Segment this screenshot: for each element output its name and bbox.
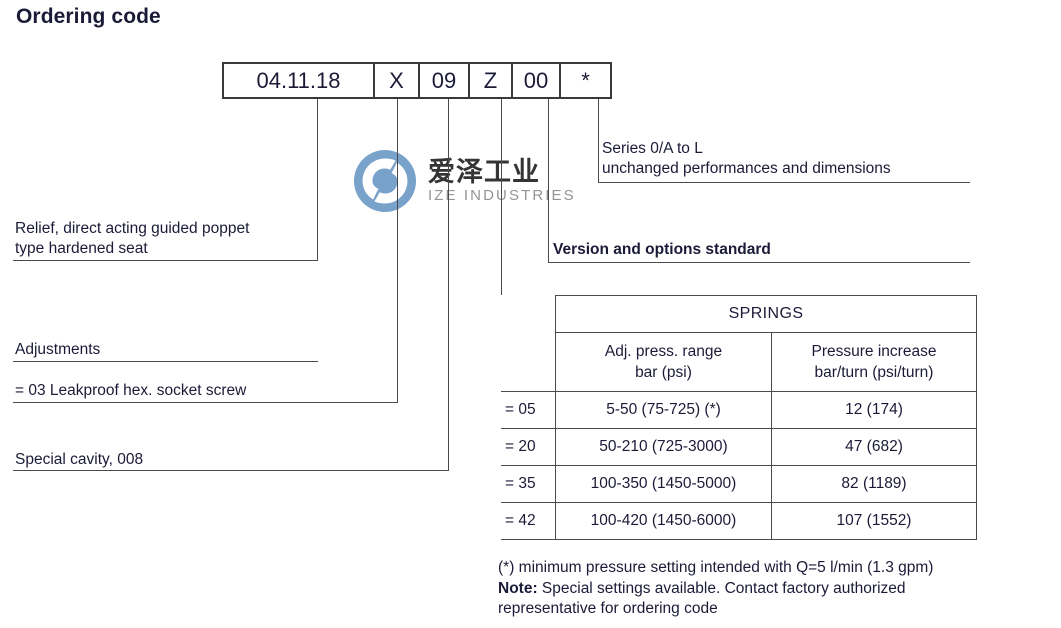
connector-series-underline (598, 182, 970, 183)
springs-row-code: = 20 (501, 428, 556, 466)
connector-series-vertical (598, 99, 599, 183)
springs-header-row: Adj. press. range bar (psi) Pressure inc… (501, 332, 977, 392)
code-cell-series[interactable]: * (561, 64, 610, 97)
table-row: = 20 50-210 (725-3000) 47 (682) (501, 428, 977, 466)
callout-version: Version and options standard (553, 241, 771, 258)
table-row: = 35 100-350 (1450-5000) 82 (1189) (501, 465, 977, 503)
code-cell-cavity[interactable]: X (375, 64, 420, 97)
springs-row-increase: 12 (174) (771, 391, 977, 429)
callout-relief: Relief, direct acting guided poppet type… (15, 220, 250, 257)
springs-row-code: = 42 (501, 502, 556, 540)
callout-series: Series 0/A to L unchanged performances a… (602, 140, 891, 177)
code-cell-spring[interactable]: Z (470, 64, 513, 97)
table-row: = 05 5-50 (75-725) (*) 12 (174) (501, 391, 977, 429)
footnote-line-3: representative for ordering code (498, 600, 718, 617)
page-title: Ordering code (16, 5, 161, 28)
code-cell-version[interactable]: 00 (513, 64, 561, 97)
springs-table: SPRINGS Adj. press. range bar (psi) Pres… (501, 295, 977, 540)
connector-cavity-vertical (448, 99, 449, 471)
footnote-note-text: Special settings available. Contact fact… (537, 579, 906, 597)
tag-spacer (501, 296, 556, 333)
tag-spacer (501, 333, 556, 392)
connector-relief-vertical (317, 99, 318, 261)
springs-row-code: = 35 (501, 465, 556, 503)
table-row: = 42 100-420 (1450-6000) 107 (1552) (501, 502, 977, 540)
footnote-line-2: Note: Special settings available. Contac… (498, 579, 1058, 600)
ordering-code-strip: 04.11.18 X 09 Z 00 * (222, 62, 612, 99)
code-cell-adjust[interactable]: 09 (420, 64, 470, 97)
springs-title: SPRINGS (555, 295, 977, 333)
springs-row-range: 100-420 (1450-6000) (555, 502, 772, 540)
springs-col-range: Adj. press. range bar (psi) (555, 332, 772, 392)
footnote-line-1: (*) minimum pressure setting intended wi… (498, 559, 934, 576)
springs-row-increase: 82 (1189) (771, 465, 977, 503)
watermark-logo: 爱泽工业 IZE INDUSTRIES (352, 148, 576, 214)
callout-adjustment-option: = 03 Leakproof hex. socket screw (15, 382, 247, 399)
callout-special-cavity: Special cavity, 008 (15, 451, 144, 468)
connector-cavity-underline (13, 470, 449, 471)
springs-col-increase: Pressure increase bar/turn (psi/turn) (771, 332, 977, 392)
connector-adjust-underline (13, 402, 398, 403)
springs-row-range: 5-50 (75-725) (*) (555, 391, 772, 429)
springs-row-range: 100-350 (1450-5000) (555, 465, 772, 503)
footnote-note-label: Note: (498, 579, 538, 597)
springs-row-code: = 05 (501, 391, 556, 429)
callout-adjustments: Adjustments (15, 341, 101, 358)
springs-table-wrap: SPRINGS Adj. press. range bar (psi) Pres… (501, 295, 977, 540)
connector-adjust-vertical (397, 99, 398, 403)
ize-logo-icon (353, 149, 417, 213)
footnote-block: (*) minimum pressure setting intended wi… (498, 558, 1058, 620)
connector-springs-vertical (501, 99, 502, 405)
connector-version-underline (548, 262, 970, 263)
springs-row-increase: 107 (1552) (771, 502, 977, 540)
code-cell-base[interactable]: 04.11.18 (224, 64, 375, 97)
connector-version-vertical (548, 99, 549, 263)
connector-relief-underline (13, 260, 318, 261)
springs-title-row: SPRINGS (501, 295, 977, 333)
adjustments-underline (13, 361, 318, 362)
springs-row-range: 50-210 (725-3000) (555, 428, 772, 466)
springs-row-increase: 47 (682) (771, 428, 977, 466)
